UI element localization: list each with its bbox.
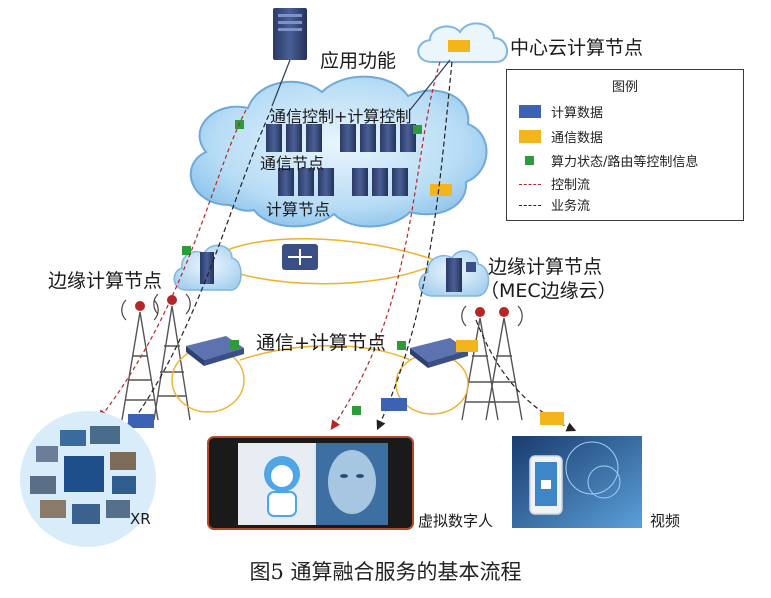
cloud-control-info-right (413, 125, 422, 134)
video-label: 视频 (650, 512, 681, 530)
black-dashed-line-icon (519, 204, 541, 206)
service-flow-center (376, 61, 453, 431)
cloud-comm-node-label: 通信节点 (260, 154, 325, 173)
legend-item-comm-data: 通信数据 (519, 126, 603, 146)
cloud-comm-data-block (430, 184, 452, 196)
left-edge-control-info (182, 246, 191, 255)
legend-item-compute-data: 计算数据 (519, 101, 603, 121)
yellow-swatch-icon (519, 129, 541, 143)
cloud-control-label: 通信控制+计算控制 (270, 107, 412, 126)
legend-title: 图例 (611, 80, 638, 95)
edge-right-label-1: 边缘计算节点 (488, 256, 603, 278)
edge-left-label: 边缘计算节点 (48, 270, 163, 292)
legend-item-control-info: 算力状态/路由等控制信息 (519, 150, 698, 170)
comm-compute-node-label: 通信+计算节点 (256, 332, 386, 354)
left-base-control-info (230, 340, 239, 349)
edge-right-label-2: （MEC边缘云） (480, 280, 617, 302)
legend-item-control-flow: 控制流 (519, 173, 590, 193)
left-base-station-box (186, 336, 244, 366)
digital-human-phone-image (207, 436, 414, 530)
left-tower-1 (121, 301, 159, 421)
cloud-server-cluster (266, 124, 416, 196)
service-flow-left (126, 107, 273, 430)
right-base-control-info (397, 341, 406, 350)
left-tower-2 (153, 295, 191, 421)
video-comm-data (540, 412, 564, 425)
legend-item-service-flow: 业务流 (519, 194, 590, 214)
video-image (512, 436, 642, 528)
right-tower-2 (485, 307, 523, 421)
app-server-icon (273, 8, 307, 60)
dh-compute-data (381, 398, 407, 411)
legend-box: 图例 计算数据 通信数据 算力状态/路由等控制信息 控制流 业务流 (506, 69, 744, 221)
legend-item-label: 业务流 (551, 198, 591, 214)
legend-item-label: 算力状态/路由等控制信息 (551, 154, 699, 170)
blue-swatch-icon (519, 104, 541, 118)
dh-control-info (352, 406, 361, 415)
legend-item-label: 控制流 (551, 177, 591, 193)
central-comm-data-block (448, 40, 470, 52)
core-cloud-shape (189, 75, 488, 228)
central-cloud-label: 中心云计算节点 (510, 37, 644, 59)
figure-caption: 图5 通算融合服务的基本流程 (249, 560, 522, 584)
control-flow-right (330, 61, 441, 430)
green-swatch-icon (525, 155, 534, 165)
right-base-station-box (410, 338, 468, 368)
service-flow-right (475, 319, 577, 432)
xr-image (20, 411, 156, 547)
right-tower-1 (461, 307, 499, 421)
legend-item-label: 计算数据 (551, 105, 604, 121)
digital-human-label: 虚拟数字人 (418, 512, 494, 530)
cloud-compute-node-label: 计算节点 (266, 200, 331, 219)
right-base-comm-data (456, 340, 478, 352)
red-dashed-line-icon (519, 183, 541, 185)
core-router-icon (282, 244, 318, 270)
xr-compute-data (128, 414, 154, 428)
app-function-label: 应用功能 (320, 50, 397, 72)
edge-ring-upper (207, 238, 441, 263)
xr-label: XR (130, 510, 151, 528)
legend-item-label: 通信数据 (551, 130, 604, 146)
